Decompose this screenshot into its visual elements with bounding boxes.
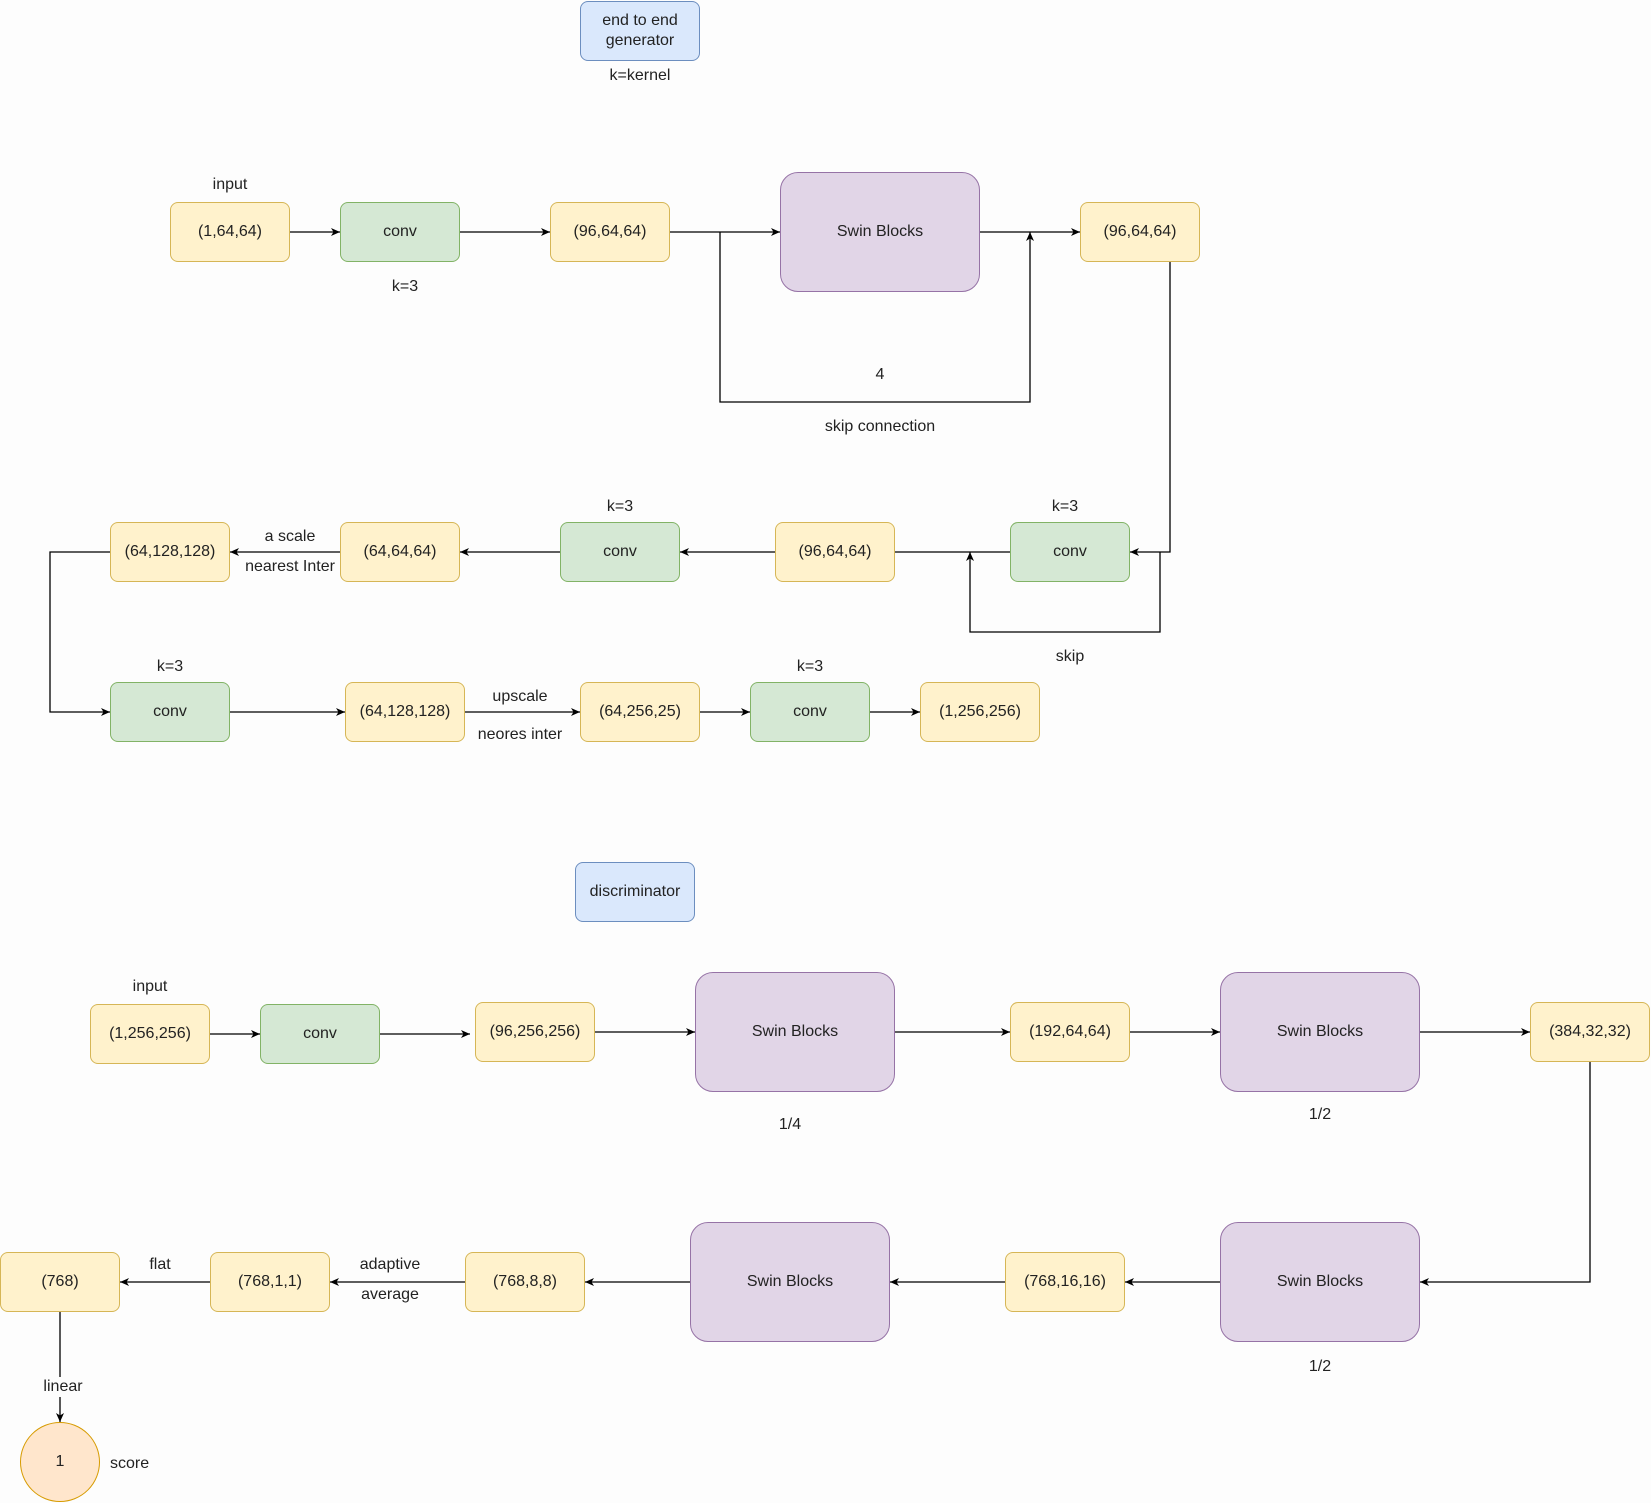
discriminator-input-label: input <box>132 978 168 995</box>
generator-feat2: (96,64,64) <box>1080 202 1200 262</box>
flat-label: flat <box>149 1256 171 1273</box>
discriminator-feat1: (96,256,256) <box>475 1002 595 1062</box>
generator-input-shape: (1,64,64) <box>170 202 290 262</box>
discriminator-swin3-ratio: 1/2 <box>1308 1358 1332 1375</box>
discriminator-conv: conv <box>260 1004 380 1064</box>
linear-label: linear <box>40 1377 86 1397</box>
discriminator-swin3: Swin Blocks <box>1220 1222 1420 1342</box>
generator-feat3: (96,64,64) <box>775 522 895 582</box>
edge-skip-loop <box>966 552 1161 633</box>
discriminator-feat7: (768) <box>0 1252 120 1312</box>
edge-d-feat3-swin3 <box>1420 1062 1591 1286</box>
skip-count: 4 <box>875 366 885 383</box>
discriminator-swin2: Swin Blocks <box>1220 972 1420 1092</box>
generator-conv3-kernel: k=3 <box>606 498 634 515</box>
discriminator-swin4: Swin Blocks <box>690 1222 890 1342</box>
discriminator-feat4: (768,16,16) <box>1005 1252 1125 1312</box>
generator-feat4: (64,64,64) <box>340 522 460 582</box>
edge-feat5-conv4 <box>49 551 110 716</box>
generator-conv1: conv <box>340 202 460 262</box>
skip-connection-label: skip connection <box>824 418 936 435</box>
score-label: score <box>110 1455 150 1472</box>
generator-feat5: (64,128,128) <box>110 522 230 582</box>
discriminator-title: discriminator <box>575 862 695 922</box>
generator-feat1: (96,64,64) <box>550 202 670 262</box>
generator-conv3: conv <box>560 522 680 582</box>
upscale2-top-label: upscale <box>492 688 548 705</box>
upscale1-bottom-label: nearest Inter <box>245 558 335 575</box>
discriminator-swin1: Swin Blocks <box>695 972 895 1092</box>
discriminator-feat6: (768,1,1) <box>210 1252 330 1312</box>
generator-input-label: input <box>212 176 248 193</box>
discriminator-input-shape: (1,256,256) <box>90 1004 210 1064</box>
generator-conv4-kernel: k=3 <box>156 658 184 675</box>
pool-bottom-label: average <box>361 1286 419 1303</box>
upscale1-top-label: a scale <box>264 528 316 545</box>
discriminator-swin2-ratio: 1/2 <box>1308 1106 1332 1123</box>
discriminator-swin1-ratio: 1/4 <box>778 1116 802 1133</box>
generator-swin-blocks: Swin Blocks <box>780 172 980 292</box>
score-node: 1 <box>20 1422 100 1502</box>
generator-conv4: conv <box>110 682 230 742</box>
pool-top-label: adaptive <box>359 1256 421 1273</box>
generator-conv5: conv <box>750 682 870 742</box>
generator-conv5-kernel: k=3 <box>796 658 824 675</box>
generator-output: (1,256,256) <box>920 682 1040 742</box>
kernel-note: k=kernel <box>609 67 671 84</box>
edge-feat2-conv2 <box>1130 262 1171 556</box>
skip-label: skip <box>1055 648 1085 665</box>
generator-feat6: (64,128,128) <box>345 682 465 742</box>
generator-conv1-kernel: k=3 <box>391 278 419 295</box>
discriminator-feat2: (192,64,64) <box>1010 1002 1130 1062</box>
discriminator-feat3: (384,32,32) <box>1530 1002 1650 1062</box>
generator-title: end to end generator <box>580 1 700 61</box>
generator-conv2: conv <box>1010 522 1130 582</box>
generator-conv2-kernel: k=3 <box>1051 498 1079 515</box>
discriminator-feat5: (768,8,8) <box>465 1252 585 1312</box>
upscale2-bottom-label: neores inter <box>477 726 563 743</box>
edge-skip-connection <box>719 232 1034 403</box>
generator-feat7: (64,256,25) <box>580 682 700 742</box>
